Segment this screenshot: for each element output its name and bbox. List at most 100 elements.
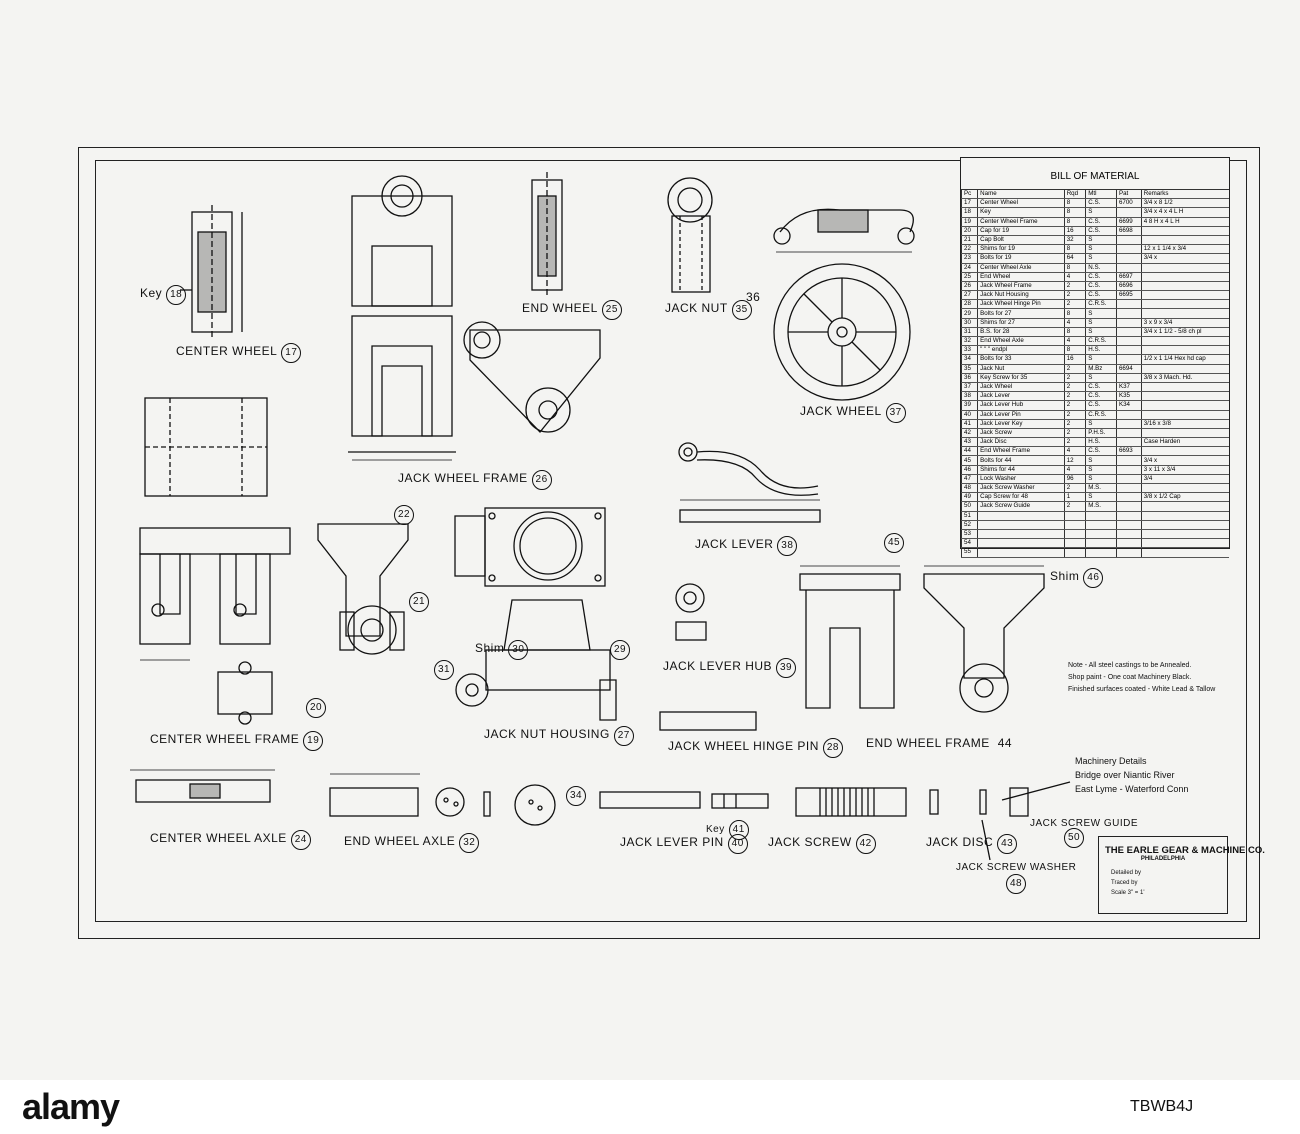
bom-cell: C.R.S.	[1085, 410, 1117, 420]
bom-cell: 2	[1063, 400, 1086, 411]
bom-cell: 1/2 x 1 1/4 Hex hd cap	[1140, 354, 1229, 365]
bom-cell: 3/8 x 1/2 Cap	[1140, 492, 1229, 503]
bom-cell: 2	[1063, 373, 1086, 383]
bom-cell: 8	[1063, 198, 1086, 209]
end-wheel-frame-drawing	[799, 573, 1045, 713]
alamy-logo[interactable]: alamy	[22, 1086, 120, 1127]
bom-cell: 2	[1063, 299, 1086, 310]
bom-row: 52	[960, 520, 1229, 530]
company-city: PHILADELPHIA	[1140, 856, 1186, 862]
jack-wheel-frame-drawing	[348, 175, 601, 453]
bom-cell: 6694	[1115, 364, 1142, 374]
scale: Scale 3" = 1'	[1111, 890, 1145, 896]
bom-cell: C.S.	[1085, 198, 1117, 209]
bom-cell: 2	[1063, 428, 1086, 439]
part-45-label: 45	[880, 533, 904, 553]
bom-cell	[1140, 529, 1229, 540]
bom-cell: 4	[1063, 446, 1086, 457]
bom-cell: 12 x 1 1/4 x 3/4	[1140, 244, 1229, 255]
bom-cell: Key	[977, 207, 1065, 218]
bom-cell	[1085, 511, 1117, 521]
bom-cell: S	[1085, 253, 1117, 264]
bom-cell	[1085, 529, 1117, 540]
bom-cell: 40	[960, 410, 978, 420]
bom-header-cell: Pc	[960, 188, 978, 200]
bom-header-cell: Pat	[1115, 188, 1142, 200]
bom-cell: 8	[1063, 244, 1086, 255]
bom-cell: C.S.	[1085, 272, 1117, 282]
bom-cell	[977, 538, 1065, 549]
bom-cell: Cap Screw for 48	[977, 492, 1065, 503]
traced-by: Traced by	[1111, 880, 1138, 886]
bom-cell: C.S.	[1085, 290, 1117, 301]
bom-row: 51	[960, 511, 1229, 521]
bom-header-cell: Rqd	[1063, 188, 1086, 200]
bom-cell	[1140, 226, 1229, 236]
bom-cell	[977, 520, 1065, 530]
bom-cell: 25	[960, 272, 978, 282]
bom-cell: Bolts for 27	[977, 308, 1065, 319]
bom-cell: Jack Disc	[977, 437, 1065, 448]
bom-cell: Jack Screw	[977, 428, 1065, 439]
bom-cell	[977, 511, 1065, 521]
bom-cell: 28	[960, 299, 978, 310]
bom-cell: 32	[1063, 235, 1086, 246]
bom-cell: Case Harden	[1140, 437, 1229, 448]
bom-cell: 3/4	[1140, 474, 1229, 485]
bom-cell: 3 x 11 x 3/4	[1140, 465, 1229, 475]
bom-cell: 19	[960, 217, 978, 227]
bom-cell: K37	[1115, 382, 1142, 393]
bom-cell	[1140, 345, 1229, 356]
bom-cell: S	[1085, 455, 1117, 466]
bom-cell: Jack Screw Washer	[977, 483, 1065, 494]
bom-cell	[1115, 263, 1142, 273]
bom-cell: S	[1085, 244, 1117, 255]
jack-screw-guide-no: 50	[1060, 828, 1084, 848]
bom-cell: Jack Lever	[977, 391, 1065, 402]
bom-cell	[1115, 474, 1142, 485]
bom-header-cell: Remarks	[1140, 188, 1229, 200]
bom-cell: 2	[1063, 382, 1086, 393]
bom-cell: C.S.	[1085, 446, 1117, 457]
bom-cell: M.Bz	[1085, 364, 1117, 374]
bom-cell	[1115, 327, 1142, 338]
bom-cell: C.R.S.	[1085, 299, 1117, 310]
bom-cell: 96	[1063, 474, 1086, 485]
bom-cell: Shims for 44	[977, 465, 1065, 475]
bom-cell: C.S.	[1085, 391, 1117, 402]
bom-cell: End Wheel Axle	[977, 336, 1065, 347]
bom-cell: Jack Wheel Hinge Pin	[977, 299, 1065, 310]
bom-cell: Shims for 27	[977, 318, 1065, 328]
bom-cell: Jack Nut	[977, 364, 1065, 374]
bom-cell: 24	[960, 263, 978, 273]
bom-cell	[1115, 511, 1142, 521]
bom-cell	[1140, 272, 1229, 282]
bom-cell: 48	[960, 483, 978, 494]
bom-cell: Jack Lever Pin	[977, 410, 1065, 420]
bom-cell: 2	[1063, 419, 1086, 429]
bom-cell: 52	[960, 520, 978, 530]
bom-cell	[1115, 437, 1142, 448]
image-code: TBWB4J	[1130, 1098, 1194, 1115]
